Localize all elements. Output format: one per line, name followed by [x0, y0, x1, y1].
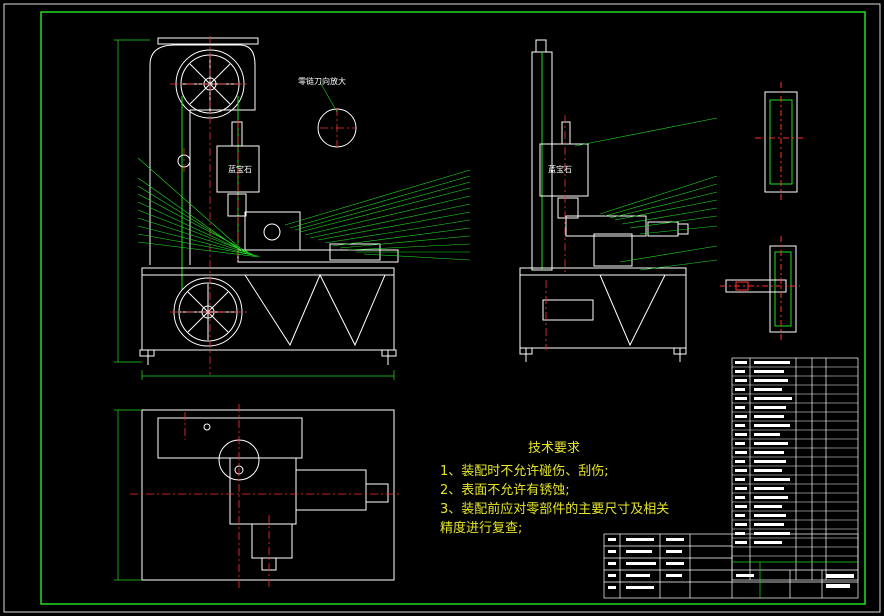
side-view — [519, 39, 689, 362]
parts-list-rows — [732, 366, 858, 557]
front-leaders-left — [137, 157, 261, 258]
table-text-marks — [608, 361, 854, 589]
front-leaders-right — [284, 81, 471, 261]
tech-requirements: 技术要求 1、装配时不允许碰伤、刮伤; 2、表面不允许有锈蚀; 3、装配前应对零… — [440, 437, 669, 538]
tech-requirement-line-3: 3、装配前应对零部件的主要尺寸及相关 — [440, 502, 670, 517]
detail-top — [755, 82, 805, 200]
front-stone-label: 蓝宝石 — [228, 165, 252, 174]
tech-requirement-line-1: 1、装配时不允许碰伤、刮伤; — [440, 464, 609, 479]
title-block — [603, 533, 859, 599]
detail-bottom — [720, 236, 800, 340]
tech-requirements-title: 技术要求 — [528, 441, 581, 456]
side-stone-label: 蓝宝石 — [548, 165, 572, 174]
drawing-frame — [40, 11, 866, 605]
outer-border — [3, 3, 881, 613]
top-dimensions — [114, 409, 142, 581]
zoom-note-label: 零链刀向放大 — [298, 77, 346, 86]
parts-list — [731, 357, 859, 581]
front-centerlines — [170, 36, 356, 375]
front-dimensions — [114, 39, 395, 380]
side-centerlines — [545, 115, 566, 350]
tech-requirement-line-2: 2、表面不允许有锈蚀; — [440, 483, 570, 498]
title-block-accents — [732, 561, 858, 598]
side-leaders — [574, 117, 718, 271]
top-view — [141, 409, 395, 581]
top-centerlines — [130, 404, 400, 590]
tech-requirement-line-4: 精度进行复查; — [440, 521, 523, 536]
front-view — [139, 37, 399, 365]
